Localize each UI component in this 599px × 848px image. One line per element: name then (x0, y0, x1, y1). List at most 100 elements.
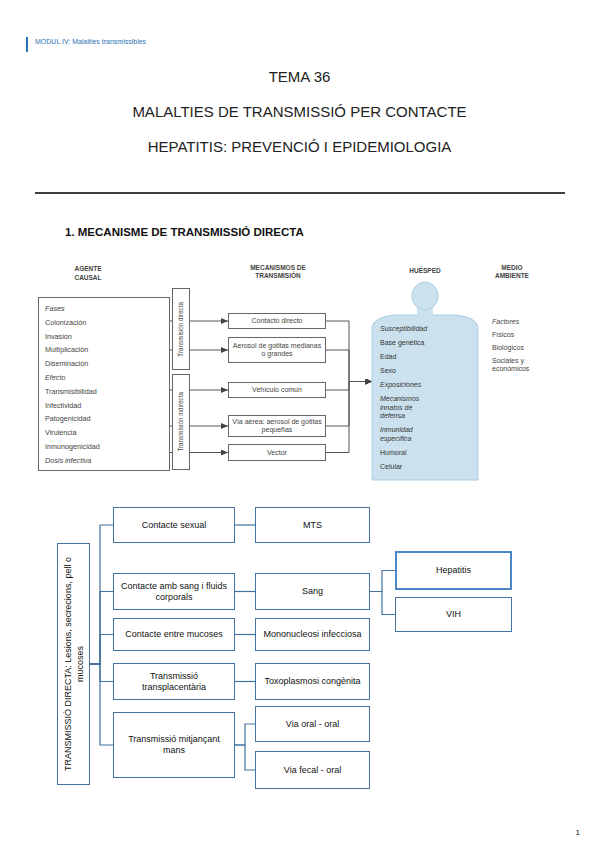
process-box: Toxoplasmosi congènita (255, 663, 370, 700)
section-heading: 1. MECANISME DE TRANSMISSIÓ DIRECTA (65, 226, 485, 240)
mechanism-box: Vía aérea: aerosol de gotitas pequeñas (228, 415, 326, 437)
tree-connector (235, 634, 255, 635)
box-text: MTS (303, 520, 322, 531)
tree-connector (235, 591, 255, 592)
agent-property: Efecto (45, 371, 165, 385)
title-rule (35, 192, 565, 194)
process-box: Transmissió mitjançant mans (113, 712, 235, 778)
agent-property: Fases (45, 302, 165, 316)
tree-connector (235, 745, 255, 770)
factor-text: Factores (492, 318, 562, 326)
agent-property: Invasión (45, 330, 165, 344)
factor-text: Sociales y económicos (492, 357, 538, 374)
page-number: 1 (540, 828, 580, 838)
title-line: HEPATITIS: PREVENCIÓ I EPIDEMIOLOGIA (0, 138, 599, 156)
box-text: Sang (302, 586, 323, 597)
agent-property: Patogenicidad (45, 412, 165, 426)
tree-connector (90, 592, 113, 665)
tree-connector (90, 664, 113, 682)
box-text: Transmissió transplacentària (117, 671, 231, 693)
box-text: Contacte entre mucoses (125, 629, 223, 640)
box-text: Via oral - oral (286, 719, 339, 730)
vertical-text: Transmisión directa (177, 302, 185, 357)
tree-connector (90, 525, 113, 664)
header-bar (26, 37, 28, 52)
host-property: Base genética (380, 339, 430, 348)
agent-list: FasesColonizaciónInvasiónMultiplicaciónD… (45, 302, 165, 468)
agent-property: Transmisibilidad (45, 385, 165, 399)
process-box: Sang (255, 573, 370, 610)
box-text: Transmissió mitjançant mans (117, 734, 231, 756)
box-text: Contacte sexual (142, 520, 207, 531)
box-heading: HUÉSPED (395, 266, 455, 275)
factor-text: Físicos (492, 331, 562, 339)
tree-connector (235, 724, 255, 745)
host-property: Inmunidad específica (380, 426, 430, 443)
tree-connector (370, 571, 395, 592)
host-property: Edad (380, 353, 430, 362)
agent-box: AGENTE CAUSALFasesColonizaciónInvasiónMu… (38, 297, 170, 471)
mechanism-box: Vector (228, 444, 326, 461)
agent-property: Infectividad (45, 399, 165, 413)
host-property: Mecanismos innatos de defensa (380, 395, 430, 421)
mechanism-box: Aerosol de gotitas medianas o grandes (228, 337, 326, 363)
transmission-band: Transmisión indirecta (172, 374, 190, 470)
agent-property: Multiplicación (45, 343, 165, 357)
silhouette-body (372, 315, 478, 480)
agent-property: Diseminación (45, 357, 165, 371)
host-property: Sexo (380, 367, 430, 376)
vertical-text: Transmisión indirecta (177, 392, 185, 452)
box-text: Vehículo común (252, 386, 302, 394)
silhouette-head (412, 282, 438, 310)
process-box: Transmissió transplacentària (113, 663, 235, 700)
process-box: Mononucleosi infecciosa (255, 618, 370, 651)
box-text: Vector (267, 449, 287, 457)
arrow-connector (326, 321, 372, 382)
box-text: VIH (446, 609, 461, 620)
process-box: Contacte amb sang i fluids corporals (113, 573, 235, 610)
process-box: Contacte entre mucoses (113, 618, 235, 651)
host-property: Susceptibilidad (380, 325, 430, 334)
page-title: TEMA 36 (0, 68, 599, 86)
box-text: Aerosol de gotitas medianas o grandes (232, 342, 322, 358)
box-text: Contacte amb sang i fluids corporals (117, 581, 231, 603)
tree-connector (90, 664, 113, 745)
factor-text: Biológicos (492, 344, 562, 352)
host-figure: HUÉSPEDSusceptibilidadBase genéticaEdadS… (372, 283, 482, 480)
tree-connector (235, 681, 255, 682)
host-list: SusceptibilidadBase genéticaEdadSexoExpo… (380, 325, 430, 477)
title-line: MALALTIES DE TRANSMISSIÓ PER CONTACTE (0, 103, 599, 121)
process-box: Via fecal - oral (255, 751, 370, 789)
arrow-connector (326, 382, 372, 453)
column-heading: MEDIO AMBIENTE (488, 264, 536, 280)
host-property: Celular (380, 463, 430, 472)
host-property: Exposiciones (380, 381, 430, 390)
root-box: TRANSMISSIÓ DIRECTA: Lesions, secrecions… (57, 543, 90, 785)
process-box: Via oral - oral (255, 706, 370, 742)
highlight-box: Hepatitis (395, 551, 512, 590)
process-box: VIH (395, 597, 512, 632)
arrow-connector (326, 350, 372, 382)
process-box: Contacte sexual (113, 507, 235, 543)
tree-connector (90, 635, 113, 665)
agent-property: Inmunogenicidad (45, 440, 165, 454)
running-header: MODUL IV: Malalties transmissibles (35, 38, 285, 46)
box-text: Vía aérea: aerosol de gotitas pequeñas (232, 418, 322, 434)
mechanism-box: Vehículo común (228, 382, 326, 398)
vertical-text: TRANSMISSIÓ DIRECTA: Lesions, secrecions… (62, 548, 86, 780)
agent-property: Dosis infectiva (45, 454, 165, 468)
host-property: Humoral (380, 449, 430, 458)
box-text: Via fecal - oral (284, 765, 341, 776)
box-text: Mononucleosi infecciosa (263, 629, 361, 640)
agent-property: Virulencia (45, 426, 165, 440)
mechanism-box: Contacto directo (228, 313, 326, 329)
tree-connector (235, 524, 255, 525)
box-text: Toxoplasmosi congènita (264, 676, 360, 687)
transmission-band: Transmisión directa (172, 288, 190, 370)
box-heading: AGENTE CAUSAL (68, 264, 108, 282)
box-text: Contacto directo (252, 317, 303, 325)
process-box: MTS (255, 507, 370, 543)
tree-connector (370, 592, 395, 615)
column-heading: MECANISMOS DE TRANSMISIÓN (233, 264, 323, 280)
